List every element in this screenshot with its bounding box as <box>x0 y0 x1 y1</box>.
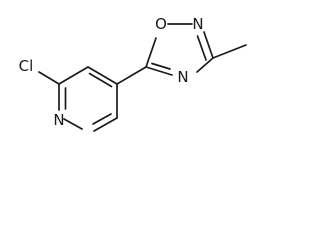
bond-c3-n4 <box>196 57 214 73</box>
bond-n4-c5-inner <box>151 62 171 70</box>
pyridine-ring <box>38 66 118 132</box>
bond-c5-c6-inner <box>92 113 112 125</box>
bond-c5-o1 <box>145 37 157 68</box>
oxadiazole-oxygen-label: O <box>155 15 167 33</box>
chemical-structure: Cl N O N N <box>19 15 247 132</box>
oxadiazole-nitrogen-4-label: N <box>177 68 188 86</box>
bond-c3-c4 <box>87 66 118 85</box>
bond-n4-c5 <box>145 66 173 76</box>
pyridine-nitrogen-label: N <box>53 111 64 129</box>
bond-c5-c6 <box>93 117 118 132</box>
chlorine-atom-label: Cl <box>19 57 34 75</box>
oxadiazole-nitrogen-2-label: N <box>192 15 203 33</box>
bond-c6-n1 <box>63 118 83 130</box>
bond-c4-oxadiazole <box>116 66 147 85</box>
oxadiazole-ring <box>145 23 247 76</box>
bond-c2-c3 <box>58 66 89 85</box>
bond-c3-c4-inner <box>88 72 113 88</box>
bond-c2-cl <box>38 71 60 85</box>
bond-n2-c3 <box>203 31 214 59</box>
bond-c3-methyl <box>212 44 247 59</box>
bond-n2-c3-inner <box>196 35 207 61</box>
